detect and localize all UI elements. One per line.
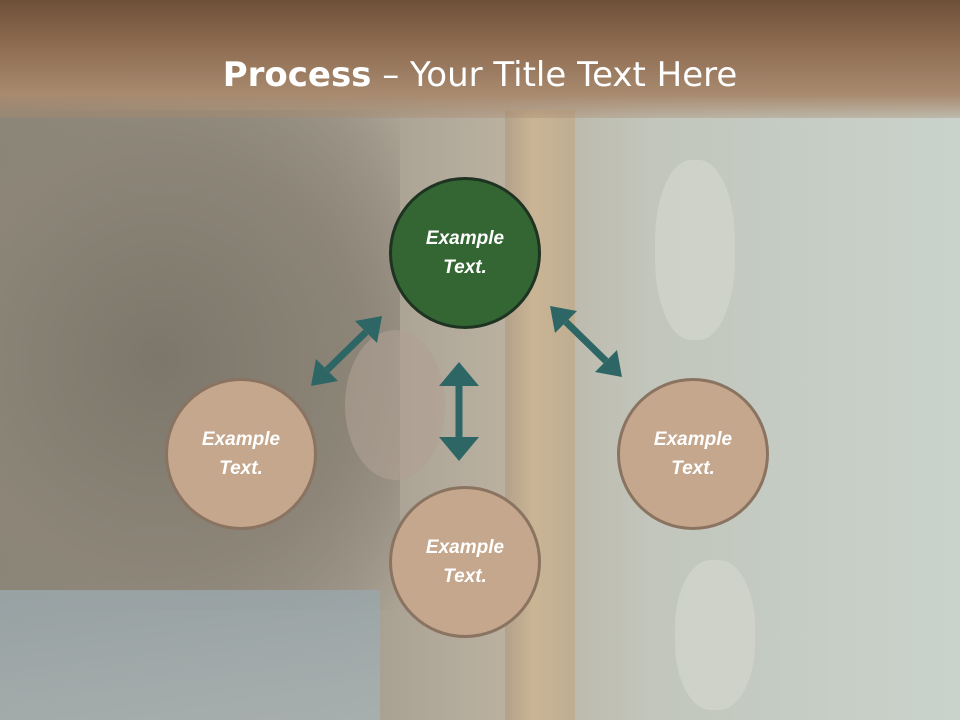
background-photo-plaster-patch [655,160,735,340]
slide-title: Process – Your Title Text Here [0,54,960,96]
background-photo-plaster-patch [675,560,755,710]
background-photo-hand [345,330,445,480]
arrow-top-right-head-b [595,350,622,377]
arrow-center-head-up [439,362,479,386]
title-bar [0,0,960,118]
arrow-top-left-shaft [324,329,369,373]
process-node-right[interactable]: Example Text. [617,378,769,530]
arrow-center-head-down [439,437,479,461]
slide-title-rest: – Your Title Text Here [371,55,738,95]
background-photo-jeans [0,590,380,720]
arrow-top-left-head-a [355,316,382,343]
slide-title-bold: Process [222,55,372,95]
process-node-left-label: Example Text. [201,429,281,479]
process-node-left[interactable]: Example Text. [165,378,317,530]
process-node-center[interactable]: Example Text. [389,177,541,329]
process-node-right-label: Example Text. [653,429,733,479]
process-node-center-label: Example Text. [425,228,505,278]
process-node-bottom[interactable]: Example Text. [389,486,541,638]
process-node-bottom-label: Example Text. [425,537,505,587]
arrow-top-left-head-b [311,359,338,386]
arrow-top-right-head-a [550,306,577,333]
arrow-top-right-shaft [563,319,609,364]
